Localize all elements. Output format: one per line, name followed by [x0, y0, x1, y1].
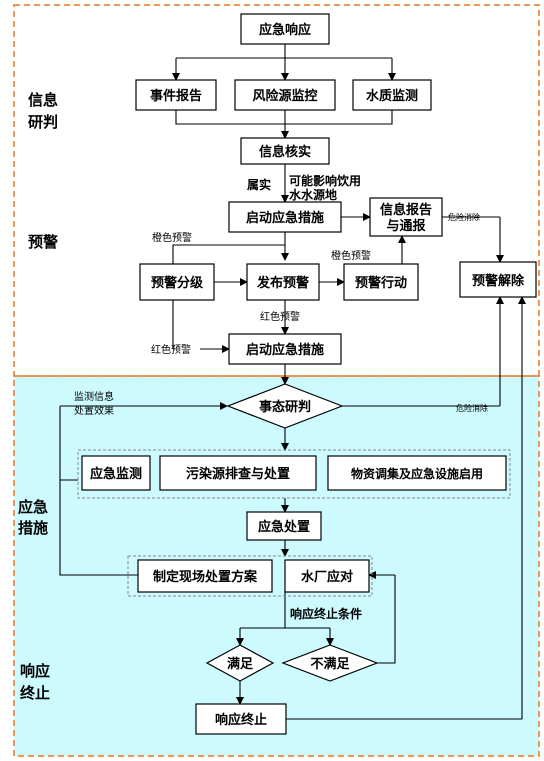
event-report-box: [135, 79, 217, 111]
section-warning: 预警: [28, 233, 58, 251]
material-dispatch-label: 物资调集及应急设施启用: [351, 466, 483, 481]
info-verify-label: 信息核实: [259, 144, 311, 160]
connector: [59, 406, 138, 576]
orange-warning-label-2: 橙色预警: [331, 249, 371, 262]
lower-section-border: [13, 375, 540, 757]
info-verify-box: [240, 137, 330, 165]
end-condition-label: 响应终止条件: [290, 606, 362, 621]
emergency-response-box: [240, 13, 330, 45]
start-measures-label: 启动应急措施: [246, 210, 324, 226]
start-measures-box: [228, 201, 342, 233]
upper-section-border: [13, 4, 540, 377]
satisfied-label: 满足: [227, 656, 254, 672]
warning-action-label: 预警行动: [355, 275, 407, 291]
pollution-check-label: 污染源排查与处置: [186, 466, 290, 482]
section-measures-line2: 措施: [18, 519, 48, 537]
red-warning-label-1: 红色预警: [260, 310, 300, 323]
response-end-box: [195, 703, 287, 735]
section-end-line1: 响应: [20, 662, 50, 680]
emergency-monitor-box: [81, 455, 151, 491]
may-affect-label-line1: 可能影响饮用: [289, 173, 361, 188]
event-report-label: 事件报告: [150, 88, 202, 104]
danger-clear-label-2: 危险消除: [456, 403, 488, 413]
satisfied-diamond: [205, 644, 275, 682]
not-satisfied-label: 不满足: [310, 656, 350, 672]
warning-lift-label: 预警解除: [472, 273, 525, 289]
emergency-handle-box: [246, 511, 322, 541]
info-report-label-line1: 信息报告: [380, 202, 432, 218]
handling-group: [127, 555, 373, 597]
situation-label: 事态研判: [259, 399, 311, 415]
plant-response-box: [284, 559, 370, 593]
warning-level-box: [139, 263, 215, 301]
emergency-handle-label: 应急处置: [258, 519, 310, 535]
emergency-response-label: 应急响应: [259, 22, 311, 38]
water-quality-label: 水质监测: [366, 88, 418, 104]
warning-level-label: 预警分级: [151, 275, 204, 291]
emergency-monitor-label: 应急监测: [90, 466, 142, 482]
section-end-line2: 终止: [20, 684, 50, 702]
water-quality-box: [352, 79, 432, 111]
situation-diamond: [226, 383, 344, 429]
confirmed-label: 属实: [247, 177, 271, 192]
monitor-feedback-line1: 监测信息: [74, 390, 114, 403]
monitor-feedback-line2: 处置效果: [74, 404, 114, 417]
onsite-plan-box: [137, 559, 273, 593]
pollution-check-box: [159, 455, 317, 491]
not-satisfied-diamond: [281, 644, 379, 682]
section-info-line1: 信息: [28, 91, 58, 109]
red-warning-label-2: 红色预警: [151, 343, 191, 356]
warning-lift-box: [459, 261, 537, 298]
section-measures-line1: 应急: [18, 498, 48, 516]
orange-warning-label-1: 橙色预警: [152, 231, 192, 244]
material-dispatch-box: [327, 455, 507, 491]
connector: [377, 575, 396, 664]
connector: [175, 110, 393, 125]
start-measures2-label: 启动应急措施: [246, 342, 324, 358]
measures-group: [77, 449, 511, 499]
issue-warning-box: [246, 263, 320, 301]
issue-warning-label: 发布预警: [256, 275, 309, 291]
lower-section-background: [14, 376, 539, 756]
plant-response-label: 水厂应对: [301, 569, 353, 585]
section-info-line2: 研判: [28, 113, 58, 131]
start-measures2-box: [228, 333, 342, 365]
info-report-box: [369, 197, 443, 237]
info-report-label-line2: 与通报: [386, 218, 426, 234]
onsite-plan-label: 制定现场处置方案: [153, 569, 258, 585]
may-affect-label-line2: 水水源地: [289, 187, 337, 202]
danger-clear-label-1: 危险消除: [448, 212, 480, 222]
connector: [172, 244, 285, 264]
risk-monitor-label: 风险源监控: [252, 88, 317, 104]
warning-action-box: [343, 263, 419, 301]
response-end-label: 响应终止: [215, 712, 267, 728]
risk-monitor-box: [234, 79, 336, 111]
